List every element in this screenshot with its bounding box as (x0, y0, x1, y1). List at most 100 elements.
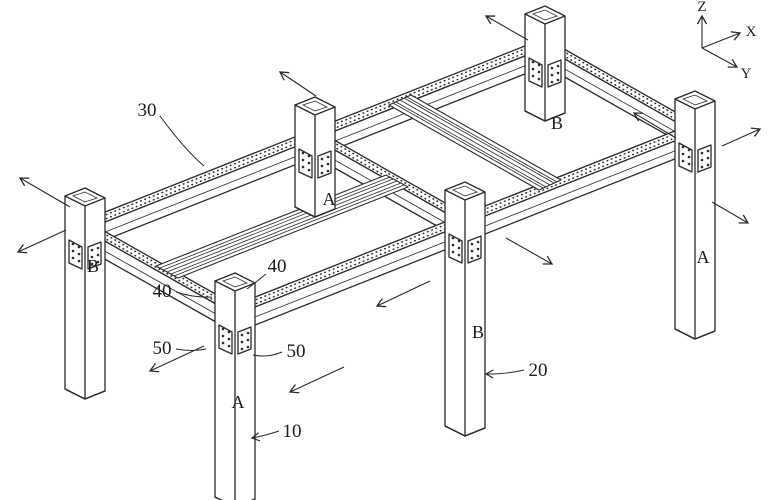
axis-y-arrow (701, 47, 739, 68)
section-arrow (505, 237, 554, 265)
bolt-dot (301, 165, 305, 169)
bolt-dot (240, 340, 244, 344)
bolt-dot (96, 260, 100, 264)
column-edges (214, 280, 256, 500)
bolt-dot (307, 168, 311, 172)
bolt-dot (307, 154, 311, 158)
ref-label-30: 30 (138, 100, 157, 121)
bolt-dot (301, 158, 305, 162)
bolt-dot (700, 165, 704, 169)
section-arrow (711, 201, 750, 224)
bolt-dot (687, 148, 691, 152)
column-edges (524, 13, 566, 122)
leader-50-right (252, 351, 283, 357)
bolt-dot (550, 73, 554, 77)
section-letter-b-center: B (472, 322, 484, 342)
bolt-dot (227, 337, 231, 341)
ref-label-50-right: 50 (287, 341, 306, 362)
bolt-dot (531, 74, 535, 78)
ref-label-40-right: 40 (268, 256, 287, 277)
ref-label-20: 20 (529, 360, 548, 381)
leader-30 (159, 115, 205, 167)
bolt-dot (537, 77, 541, 81)
bolt-dot (476, 240, 480, 244)
bolt-dot (476, 247, 480, 251)
bolt-dot (246, 338, 250, 342)
bolt-dot (77, 252, 81, 256)
column-center (444, 181, 486, 437)
bolt-dot (457, 253, 461, 257)
bolt-dot (221, 327, 225, 331)
bolt-dot (90, 255, 94, 259)
column-left (64, 187, 106, 400)
section-letter-a-rear: A (323, 189, 336, 209)
bolt-dot (451, 236, 455, 240)
bolt-dot (240, 347, 244, 351)
leader-10 (250, 430, 280, 442)
section-arrow (16, 229, 67, 254)
brace-strip-left (155, 174, 409, 279)
bolt-dot (320, 157, 324, 161)
bolt-dot (307, 161, 311, 165)
bolt-dot (550, 66, 554, 70)
bolt-dot (451, 243, 455, 247)
bolt-dot (451, 250, 455, 254)
bolt-dot (96, 253, 100, 257)
bolt-dot (320, 164, 324, 168)
bolt-dot (246, 331, 250, 335)
leader-40-left (175, 291, 213, 298)
bolt-dot (227, 330, 231, 334)
bolt-dot (531, 60, 535, 64)
leader-lines (159, 115, 525, 442)
bolt-dot (246, 345, 250, 349)
section-letter-b-top: B (551, 113, 563, 133)
bolt-dot (326, 155, 330, 159)
bolt-dot (71, 242, 75, 246)
tube-opening (681, 94, 709, 106)
tube-opening (451, 185, 479, 197)
bolt-dot (90, 248, 94, 252)
section-arrow (484, 15, 529, 41)
bolt-dot (531, 67, 535, 71)
bolt-dot (681, 152, 685, 156)
bolt-dot (556, 71, 560, 75)
tube-opening (221, 276, 249, 288)
bolt-dot (706, 156, 710, 160)
tube-opening (301, 100, 329, 112)
bolt-dot (77, 259, 81, 263)
column-upper-middle (294, 96, 336, 218)
tube-opening (531, 9, 559, 21)
bolt-dot (326, 169, 330, 173)
section-arrow (278, 71, 317, 97)
column-top (524, 5, 566, 122)
bolt-dot (90, 262, 94, 266)
section-letter-b-left: B (87, 256, 99, 276)
leader-40-right (246, 273, 267, 290)
bolt-dot (470, 242, 474, 246)
section-arrow (375, 280, 431, 308)
bolt-dot (556, 64, 560, 68)
bolt-dot (537, 70, 541, 74)
column-right (674, 90, 716, 340)
bolt-dot (537, 63, 541, 67)
bolt-dot (221, 341, 225, 345)
beam-right-edge (539, 40, 701, 149)
bolt-dot (77, 245, 81, 249)
axis-x-arrow (701, 31, 742, 49)
bolt-dot (301, 151, 305, 155)
ref-label-40-left: 40 (153, 281, 172, 302)
section-arrow (18, 177, 71, 208)
bolt-dot (706, 163, 710, 167)
brace-strip-right (388, 94, 562, 191)
bolt-dot (457, 246, 461, 250)
bolt-dot (550, 80, 554, 84)
bolt-dot (227, 344, 231, 348)
bolt-dot (71, 256, 75, 260)
bolt-dot (470, 249, 474, 253)
leader-20 (484, 369, 525, 379)
bolt-dot (700, 158, 704, 162)
bolt-dot (96, 246, 100, 250)
column-edges (444, 189, 486, 437)
section-arrows (16, 15, 762, 394)
bolt-dot (700, 151, 704, 155)
